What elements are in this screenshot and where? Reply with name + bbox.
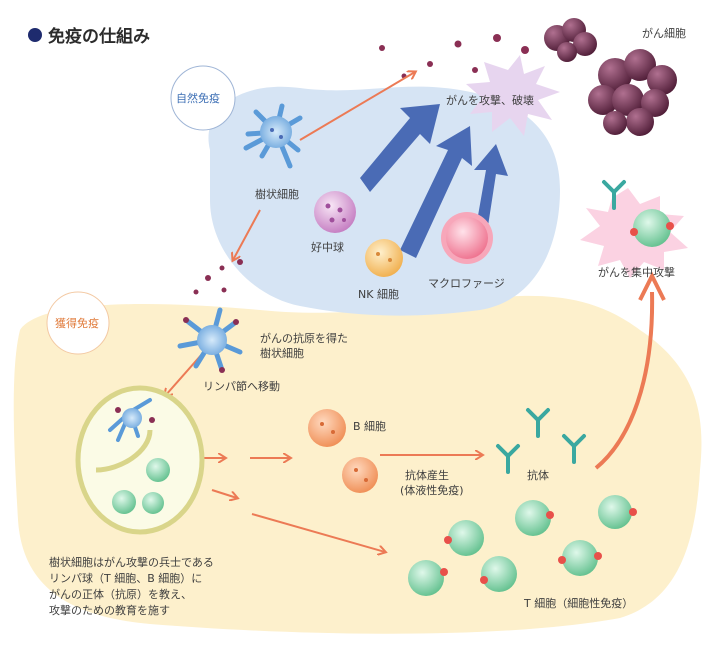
focused-attack-arrow <box>594 291 655 470</box>
explanation-line3: がんの正体（抗原）を教え、 <box>49 588 192 601</box>
lymph-node <box>75 385 205 535</box>
cancer-debris-dots <box>193 34 529 295</box>
b-cell-2 <box>342 457 378 493</box>
b-cell-label: B 細胞 <box>353 420 387 433</box>
innate-tag-circle <box>170 65 236 131</box>
neutrophil-cell <box>314 191 356 233</box>
antibody-group <box>496 180 626 474</box>
innate-label: 自然免疫 <box>176 92 220 105</box>
acquired-label: 獲得免疫 <box>55 317 99 330</box>
macrophage-cell <box>441 212 493 264</box>
cancer-attack-label: がんを攻撃、破壊 <box>446 94 534 107</box>
macrophage-label: マクロファージ <box>428 277 505 290</box>
antibody-label: 抗体 <box>527 469 549 482</box>
title-bullet-icon <box>28 27 42 42</box>
dendritic-cell-top <box>243 103 303 169</box>
lymph-move-label: リンパ節へ移動 <box>203 380 280 393</box>
t-cell-label: T 細胞（細胞性免疫） <box>524 597 634 610</box>
antigen-dendritic-label-line2: 樹状細胞 <box>260 347 304 360</box>
neutrophil-label: 好中球 <box>311 241 344 254</box>
attack-burst <box>466 55 560 136</box>
nk-cell-label: NK 細胞 <box>358 288 399 301</box>
nk-cell <box>365 239 403 277</box>
focused-attack-arrowhead <box>638 271 666 301</box>
explanation-line4: 攻撃のための教育を施す <box>49 604 170 617</box>
cancer-cell-cluster-small <box>544 18 597 62</box>
cancer-cell-cluster-large <box>588 49 677 136</box>
explanation-line2: リンパ球（T 細胞、B 細胞）に <box>49 572 203 585</box>
title-text: 免疫の仕組み <box>48 27 150 47</box>
page-title: 免疫の仕組み <box>28 22 150 47</box>
antibody-production-line2: (体液性免疫) <box>400 484 464 497</box>
explanation-line1: 樹状細胞はがん攻撃の兵士である <box>49 556 214 569</box>
antigen-dendritic-label-line1: がんの抗原を得た <box>260 332 348 345</box>
b-cell-1 <box>308 409 346 447</box>
acquired-tag-circle <box>46 291 110 355</box>
cancer-cell-label: がん細胞 <box>642 27 686 40</box>
dendritic-cell-label: 樹状細胞 <box>255 188 299 201</box>
antibody-production-line1: 抗体産生 <box>405 469 449 482</box>
t-cell-group <box>408 209 674 596</box>
focused-attack-label: がんを集中攻撃 <box>598 266 675 279</box>
dendritic-cell-antigen <box>177 307 243 373</box>
